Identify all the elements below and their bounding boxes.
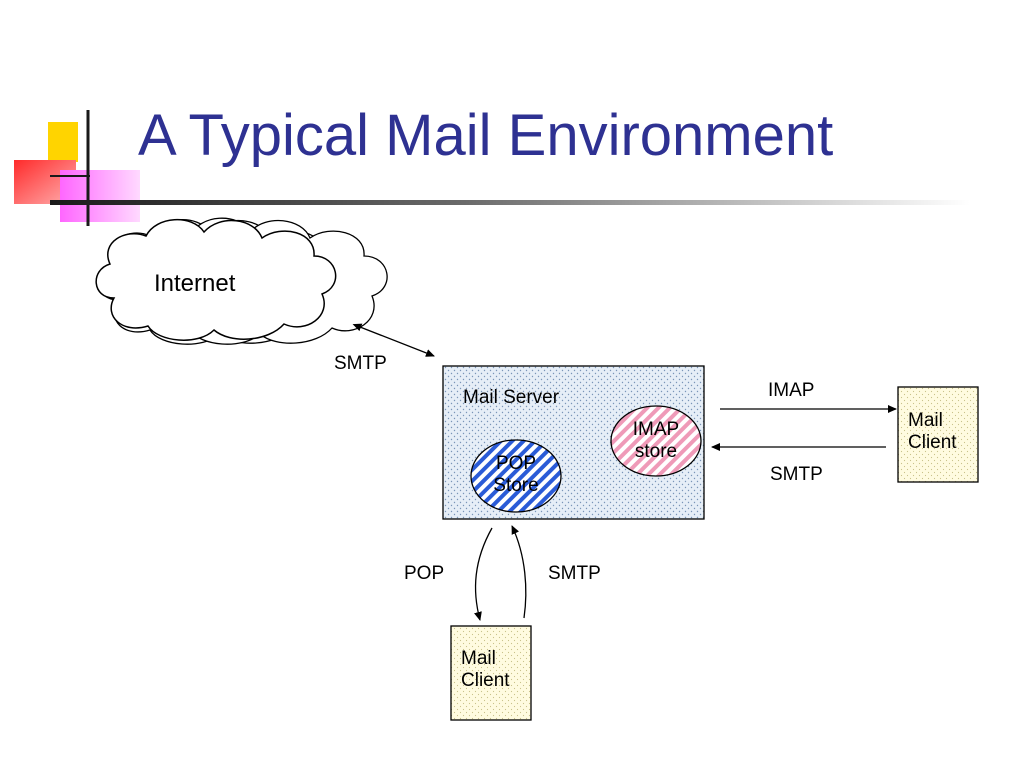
- pop-store-line1: POP: [495, 453, 537, 474]
- imap-store-ellipse: [610, 405, 702, 477]
- imap-link-label: IMAP: [768, 380, 815, 401]
- corner-accent-decoration: [14, 110, 140, 226]
- mail-client-bottom-box: [450, 625, 532, 721]
- mail-client-right-line2: Client: [908, 432, 957, 453]
- smtp-right-link-label: SMTP: [770, 464, 823, 485]
- pop-store-ellipse: [470, 439, 562, 513]
- mail-client-right-line1: Mail: [908, 410, 943, 431]
- internet-label: Internet: [154, 270, 236, 297]
- internet-server-arrow: [352, 323, 435, 357]
- mail-client-right-label: Mail Client: [908, 410, 957, 454]
- imap-store-line1: IMAP: [632, 419, 680, 440]
- mail-client-bottom-label: Mail Client: [461, 648, 510, 692]
- imap-store-label: IMAP store: [616, 419, 696, 463]
- title-rule: [50, 200, 970, 205]
- mail-client-right-box: [897, 386, 979, 483]
- mail-client-bottom-line2: Client: [461, 670, 510, 691]
- pop-link-label: POP: [404, 563, 445, 584]
- internet-smtp-label: SMTP: [334, 353, 387, 374]
- internet-cloud: [95, 217, 388, 345]
- slide-title: A Typical Mail Environment: [138, 103, 834, 168]
- pop-arrow: [474, 527, 493, 621]
- smtp-bottom-arrow: [511, 525, 527, 619]
- mail-server-label: Mail Server: [463, 387, 560, 408]
- imap-store-line2: store: [634, 441, 678, 462]
- pop-store-label: POP Store: [476, 453, 556, 497]
- pop-store-line2: Store: [493, 475, 539, 496]
- mail-client-bottom-line1: Mail: [461, 648, 496, 669]
- smtp-bottom-link-label: SMTP: [548, 563, 601, 584]
